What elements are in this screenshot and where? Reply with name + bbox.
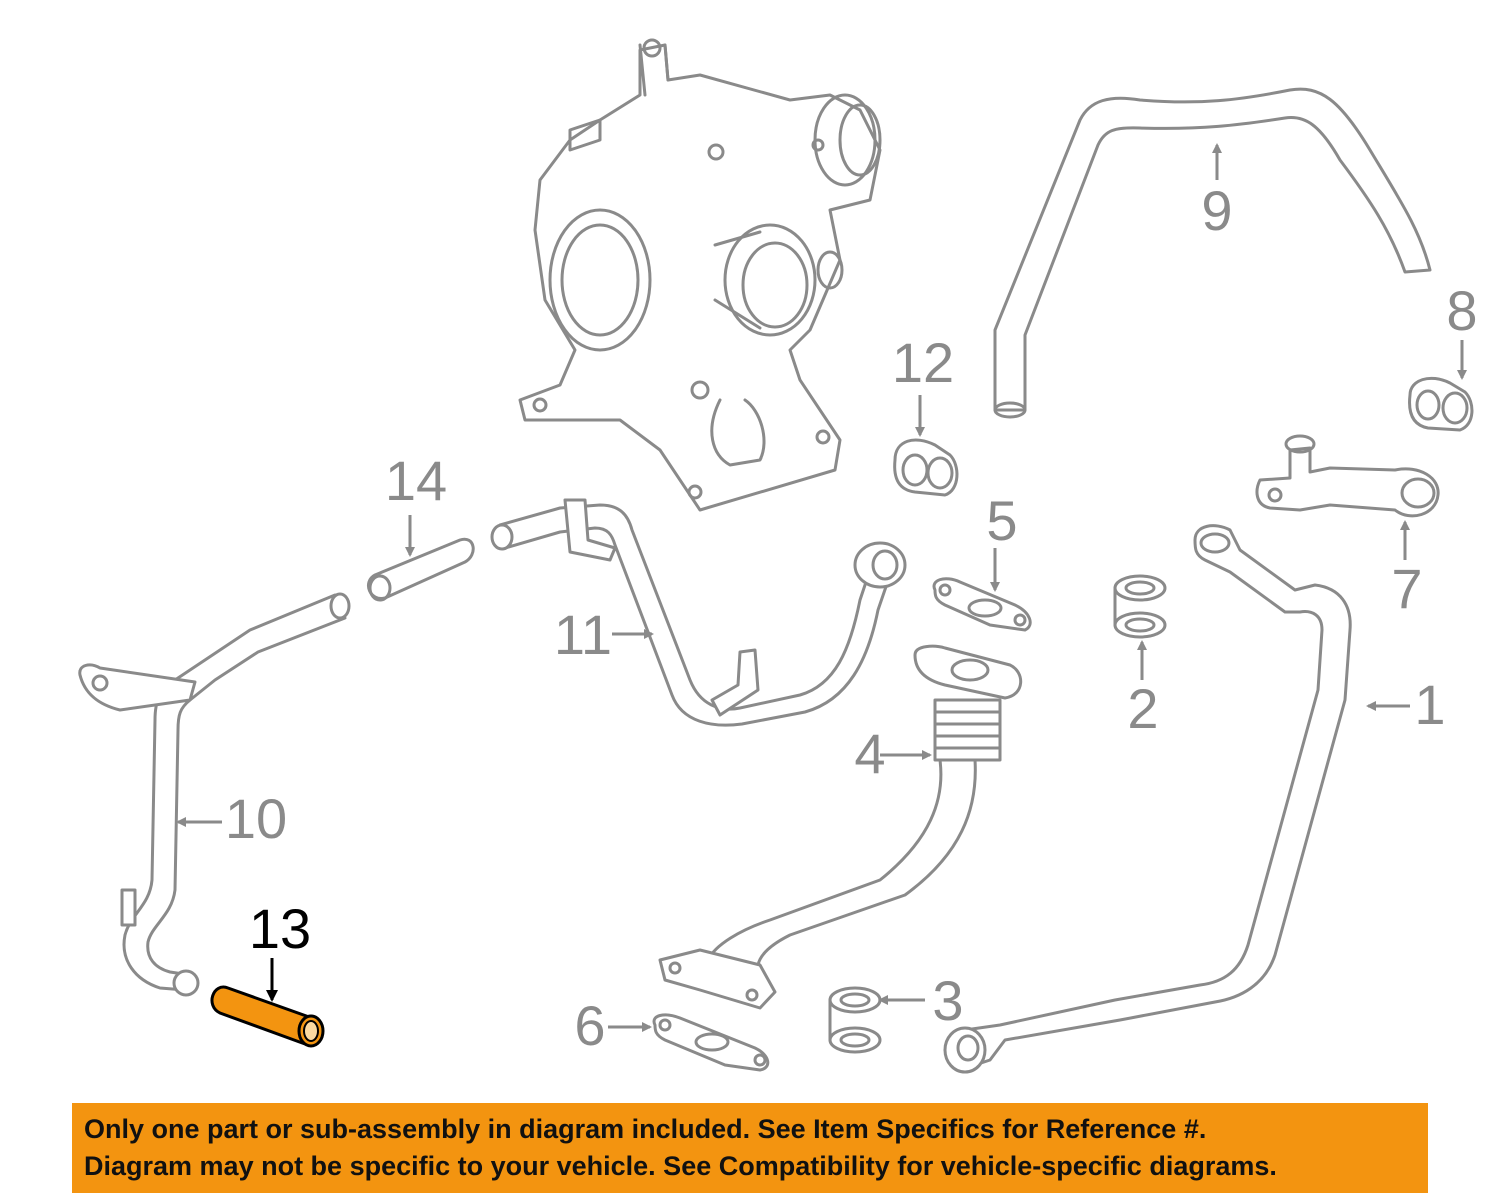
callout-9: 9 [1201, 179, 1232, 242]
part-7-fitting [1255, 434, 1440, 518]
callout-14: 14 [385, 449, 447, 512]
disclaimer-line-2: Diagram may not be specific to your vehi… [84, 1151, 1277, 1181]
callout-arrows [176, 143, 1467, 1032]
part-5-gasket [932, 577, 1032, 632]
callout-13: 13 [249, 897, 311, 960]
part-13-connector [210, 985, 325, 1048]
part-12-gasket [893, 438, 959, 497]
callout-12: 12 [892, 331, 954, 394]
callout-3: 3 [932, 969, 963, 1032]
part-2-washers [1113, 574, 1167, 639]
disclaimer-banner: Only one part or sub-assembly in diagram… [72, 1103, 1428, 1193]
part-10-pipe [78, 592, 351, 997]
callout-1: 1 [1414, 673, 1445, 736]
callout-2: 2 [1127, 677, 1158, 740]
callout-4: 4 [854, 722, 885, 785]
part-8-gasket [1408, 376, 1474, 432]
part-4-pipe [658, 644, 1023, 1010]
disclaimer-line-1: Only one part or sub-assembly in diagram… [84, 1114, 1207, 1144]
part-11-pipe [490, 498, 907, 727]
callout-10: 10 [225, 787, 287, 850]
part-6-gasket [652, 1013, 770, 1072]
callout-7: 7 [1391, 557, 1422, 620]
part-1-pipe [943, 524, 1352, 1074]
callout-6: 6 [574, 994, 605, 1057]
part-9-hose [993, 87, 1432, 419]
part-3-washers [828, 986, 882, 1054]
callout-11: 11 [554, 603, 612, 666]
part-14-connector [367, 537, 475, 602]
turbocharger-drawing [518, 38, 882, 512]
callout-8: 8 [1446, 279, 1477, 342]
callout-5: 5 [986, 489, 1017, 552]
callout-labels: 9 8 12 7 5 2 1 4 11 14 10 3 6 13 [225, 179, 1478, 1057]
